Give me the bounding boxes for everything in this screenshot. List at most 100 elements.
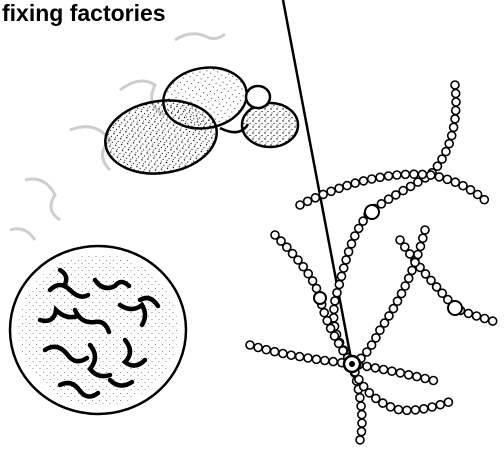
filament-bead [413, 373, 421, 381]
filament-bead [376, 326, 384, 334]
filament-bead [330, 305, 338, 313]
filament-bead [417, 242, 425, 250]
filament-bead [358, 428, 366, 436]
filament-bead [405, 274, 413, 282]
filament-bead [395, 406, 403, 414]
filament-bead [401, 170, 409, 178]
filament-bead [411, 259, 419, 267]
pointer-line [283, 0, 352, 364]
filament-bead [451, 178, 459, 186]
filament-bead [411, 406, 419, 414]
filament-bead [296, 353, 304, 361]
filament-bead [464, 309, 472, 317]
filament-bead [319, 190, 327, 198]
filament-bead [312, 355, 320, 363]
filament-bead [329, 358, 337, 366]
filament-bead [403, 406, 411, 414]
filament-bead [427, 171, 435, 179]
filament-bead [356, 436, 364, 444]
filament-bead [388, 367, 396, 375]
filament-bead [368, 175, 376, 183]
root-nodules [101, 61, 298, 180]
filament-bead [398, 290, 406, 298]
filament-bead [421, 375, 429, 383]
filament-bead [333, 289, 341, 297]
filament-bead [246, 341, 254, 349]
filament-bead [436, 401, 444, 409]
filament-bead [279, 350, 287, 358]
filament-bead [450, 123, 458, 131]
filament-bead [387, 403, 395, 411]
filament-bead [335, 281, 343, 289]
filament-bead [452, 98, 460, 106]
filament-bead [418, 170, 426, 178]
filament-bead [309, 277, 317, 285]
filament-bead [311, 194, 319, 202]
filament-bead [448, 132, 456, 140]
filament-bead [451, 115, 459, 123]
filament-bead [320, 309, 328, 317]
filament-bead [489, 317, 497, 325]
filament-bead [443, 175, 451, 183]
filament-bead [357, 402, 365, 410]
filament-bead [343, 182, 351, 190]
filament-bead [442, 148, 450, 156]
filament-bead [379, 399, 387, 407]
filament-bead [360, 177, 368, 185]
filament-bead [356, 394, 364, 402]
filament-bead [429, 377, 437, 385]
filament-bead [363, 362, 371, 370]
filament-bead [421, 226, 429, 234]
filament-bead [435, 173, 443, 181]
filament-bead [355, 224, 363, 232]
filament-bead [481, 315, 489, 323]
filament-bead [452, 107, 460, 115]
filament-bead [271, 348, 279, 356]
filament-bead [345, 248, 353, 256]
bacteria-cell [10, 246, 186, 414]
filament-bead [428, 403, 436, 411]
filament-bead [304, 354, 312, 362]
filament-bead [410, 170, 418, 178]
filament-bead [327, 187, 335, 195]
filament-bead [401, 282, 409, 290]
filament-bead [287, 351, 295, 359]
filament-bead [321, 357, 329, 365]
filament-bead [451, 81, 459, 89]
filament-bead [340, 264, 348, 272]
filament-bead [254, 344, 262, 352]
filament-bead [452, 90, 460, 98]
filament-bead [445, 140, 453, 148]
filament-bead [323, 317, 331, 325]
filament-bead [296, 201, 304, 209]
filament-bead [380, 366, 388, 374]
filament-bead [342, 256, 350, 264]
filament-bead [444, 398, 452, 406]
filament-bead [358, 419, 366, 427]
filament-bead [419, 234, 427, 242]
filament-bead [407, 182, 415, 190]
filament-bead [405, 371, 413, 379]
filament-bead [414, 251, 422, 259]
filament-bead [331, 297, 339, 305]
filament-bead [396, 369, 404, 377]
filament-bead [393, 171, 401, 179]
filament-bead [351, 179, 359, 187]
filament-bead [480, 196, 488, 204]
filament-bead [351, 232, 359, 240]
filament-bead [376, 173, 384, 181]
filament-bead [420, 405, 428, 413]
filament-bead [348, 240, 356, 248]
filament-bead [335, 184, 343, 192]
filament-bead [304, 197, 312, 205]
filament-bead [459, 182, 467, 190]
filament-bead [327, 324, 335, 332]
filament-bead [358, 411, 366, 419]
filament-bead [473, 312, 481, 320]
filament-bead [262, 346, 270, 354]
filament-bead [399, 187, 407, 195]
filament-bead [408, 266, 416, 274]
filament-bead [338, 272, 346, 280]
